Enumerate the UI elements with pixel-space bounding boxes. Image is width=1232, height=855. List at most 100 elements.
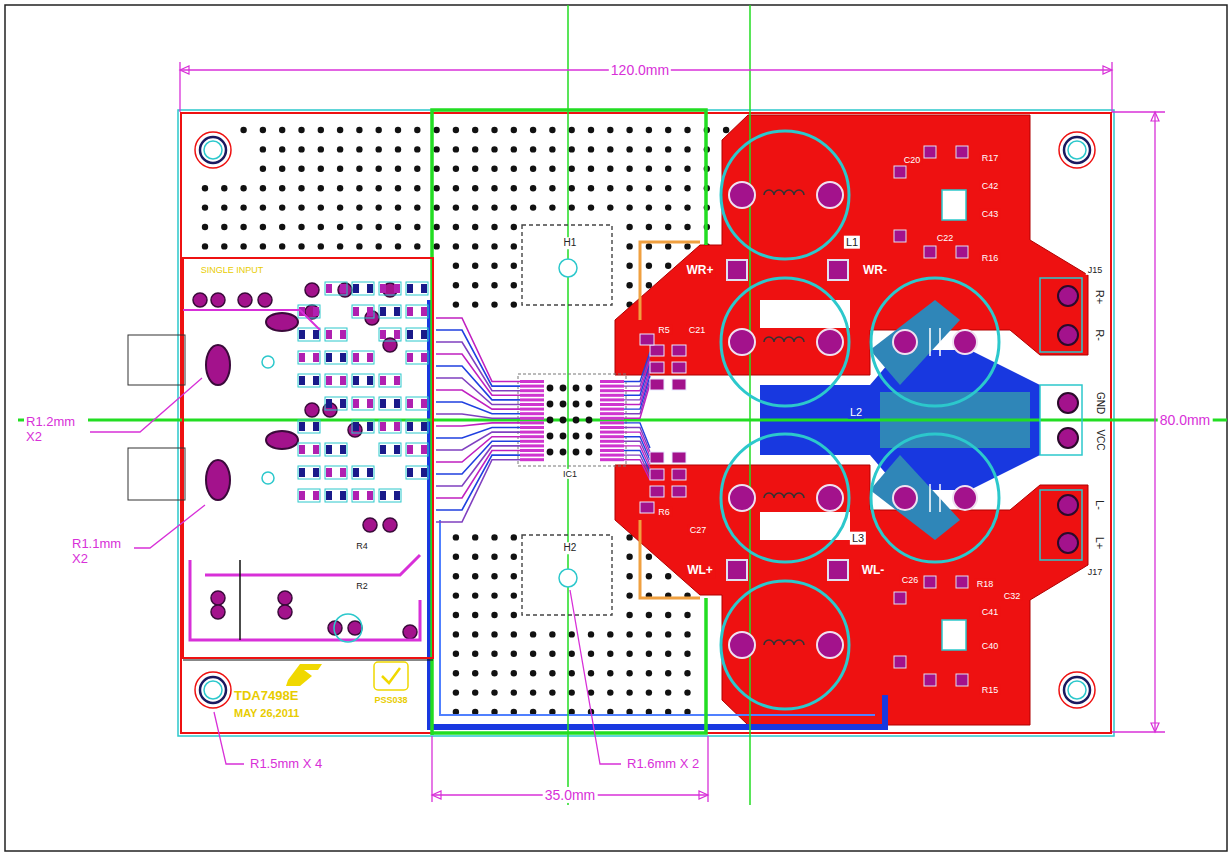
thru-pad (403, 625, 417, 639)
via-dot (414, 185, 420, 191)
footprint-outline (298, 466, 320, 479)
smd-footprint (298, 466, 320, 479)
smd-footprint (379, 328, 401, 341)
jack-hole (262, 356, 274, 368)
smd-pad (894, 230, 906, 242)
ic-pin (600, 458, 624, 461)
ic-pin (600, 417, 624, 420)
smd-footprint (379, 443, 401, 456)
footprint-outline (406, 305, 428, 318)
smd-pad (326, 399, 332, 408)
footprint-outline (379, 374, 401, 387)
signal-trace (436, 460, 520, 522)
via-dot (472, 146, 478, 152)
smd-ic (942, 620, 966, 650)
extension-line (1112, 111, 1165, 112)
smd-pad (313, 353, 319, 362)
smd-pad (313, 491, 319, 500)
smd-footprint (379, 420, 401, 433)
thermal-via (560, 417, 567, 424)
via-dot (511, 166, 517, 172)
smd-pad (650, 469, 664, 480)
via-dot (491, 243, 497, 249)
inductor-label: L3 (850, 532, 866, 545)
via-dot (607, 185, 613, 191)
smd-footprint (352, 397, 374, 410)
keepout-line (640, 242, 700, 320)
supply-pin-name: VCC (1094, 427, 1106, 452)
via-dot (569, 185, 575, 191)
smd-pad (380, 399, 386, 408)
via-dot (376, 204, 382, 210)
smd-footprint (352, 351, 374, 364)
signal-trace (436, 423, 520, 426)
speaker-pin-name: R- (1094, 327, 1107, 343)
tool-hole (559, 259, 577, 277)
smd-pad (353, 284, 359, 293)
inductor-outline (721, 131, 849, 259)
part-label: C42 (980, 181, 1001, 191)
footprint-outline (325, 443, 347, 456)
via-dot (376, 224, 382, 230)
footprint-outline (352, 282, 374, 295)
footprint-outline (298, 351, 320, 364)
smd-pad (353, 376, 359, 385)
ic-pin (600, 385, 624, 388)
smd-pad (394, 307, 400, 316)
via-dot (607, 146, 613, 152)
footprint-outline (352, 466, 374, 479)
via-dot (376, 185, 382, 191)
via-dot (472, 282, 478, 288)
via-dot (646, 243, 652, 249)
via-dot (626, 243, 632, 249)
leader-line (90, 378, 202, 432)
via-dot (298, 127, 304, 133)
smd-pad (421, 353, 427, 362)
jack-hole (262, 472, 274, 484)
footprint-outline (379, 443, 401, 456)
smd-pad (340, 491, 346, 500)
smd-footprint (352, 489, 374, 502)
smd-pad (313, 307, 319, 316)
via-dot (723, 127, 729, 133)
jack-outline (128, 448, 185, 500)
smd-pad (421, 399, 427, 408)
smd-pad (326, 445, 332, 454)
ic-pin (600, 449, 624, 452)
smd-footprint (379, 282, 401, 295)
smd-pad (340, 399, 346, 408)
capacitor-pad (953, 330, 977, 354)
ic-pin (600, 398, 624, 401)
inductor-pad (817, 182, 843, 208)
connector-outline (1040, 490, 1082, 560)
via-dot (607, 651, 613, 657)
footprint-outline (352, 351, 374, 364)
via-dot (511, 301, 517, 307)
smd-pad (380, 330, 386, 339)
via-dot (626, 127, 632, 133)
hole-callout: R1.2mm X2 (24, 415, 88, 445)
via-dot (472, 224, 478, 230)
mounting-hole (195, 672, 231, 708)
smd-pad (672, 362, 686, 373)
dimension-arrow (432, 791, 441, 799)
via-dot (491, 554, 497, 560)
inductor-outline (721, 278, 849, 406)
via-dot (414, 243, 420, 249)
footprint-outline (379, 397, 401, 410)
smd-footprint (325, 466, 347, 479)
via-dot (511, 554, 517, 560)
mounting-hole (1068, 141, 1086, 159)
via-dot (376, 166, 382, 172)
via-dot (626, 592, 632, 598)
footprint-outline (325, 351, 347, 364)
footprint-outline (352, 374, 374, 387)
ic-pin (600, 444, 624, 447)
smd-footprint (352, 420, 374, 433)
smd-footprint (379, 374, 401, 387)
via-dot (491, 573, 497, 579)
smd-pad (313, 422, 319, 431)
via-dot (433, 127, 439, 133)
via-dot (318, 166, 324, 172)
footprint-outline (325, 489, 347, 502)
